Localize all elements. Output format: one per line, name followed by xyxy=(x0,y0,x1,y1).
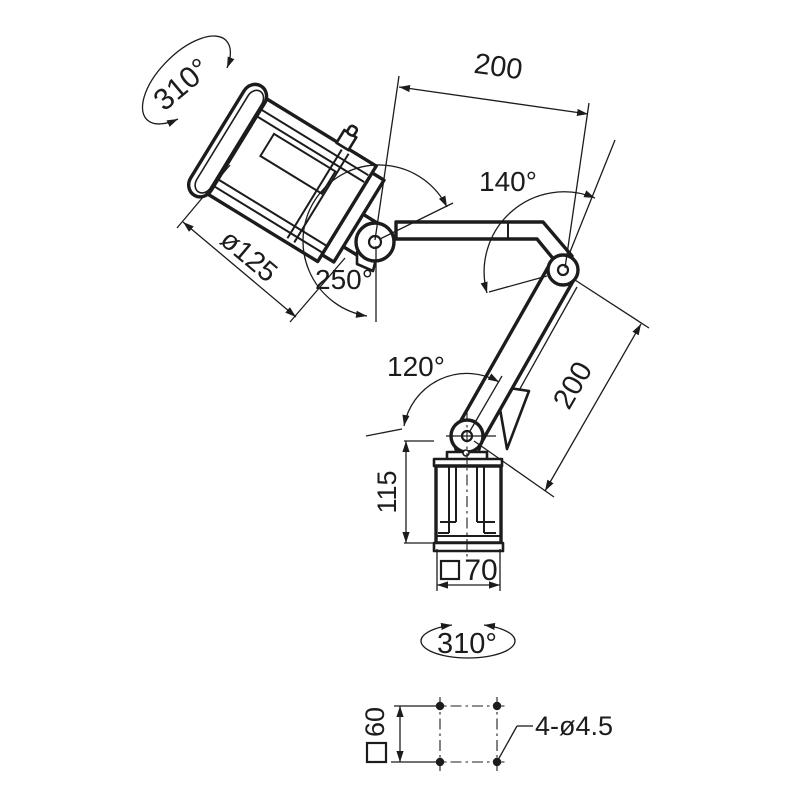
base-plate xyxy=(432,541,505,553)
elbow-angle-arc xyxy=(480,190,596,294)
square-section-symbol xyxy=(439,559,461,581)
mount-hole xyxy=(492,701,502,711)
mount-hole xyxy=(435,701,445,711)
lamp-bezel xyxy=(186,82,269,199)
head-tilt-label: 250° xyxy=(315,264,373,295)
forearm-label: 200 xyxy=(547,357,599,415)
mount-hole xyxy=(435,757,445,767)
hole-spacing-label: 60 xyxy=(360,707,390,737)
column-height-label: 115 xyxy=(372,470,402,513)
upper-arm-label: 200 xyxy=(472,48,524,86)
upper-arm xyxy=(394,220,574,269)
column-width-label: 70 xyxy=(464,554,497,587)
lamp-label-plate xyxy=(259,132,337,196)
lamp-switch-tip xyxy=(346,124,359,137)
hole-callout-label: 4-ø4.5 xyxy=(535,711,613,741)
mount-hole xyxy=(492,757,502,767)
base-angle-arc xyxy=(402,372,500,427)
head-tilt-arc xyxy=(302,164,448,318)
mounting-plate-detail: 60 4-ø4.5 xyxy=(360,697,613,771)
head-diameter-dimline xyxy=(182,221,297,318)
upper-arm-dimline xyxy=(398,84,589,117)
column-rotation-label: 310° xyxy=(437,628,497,660)
forearm-dimline xyxy=(544,323,642,492)
column-rotation-arc xyxy=(420,622,516,659)
elbow-angle-label: 140° xyxy=(479,166,537,197)
square-pattern-symbol xyxy=(365,741,388,764)
base-column xyxy=(432,449,505,553)
base-angle-label: 120° xyxy=(387,351,445,382)
lamp-head xyxy=(186,82,387,264)
head-rotation-arc xyxy=(141,35,235,127)
head-rotation-label: 310° xyxy=(148,52,217,117)
